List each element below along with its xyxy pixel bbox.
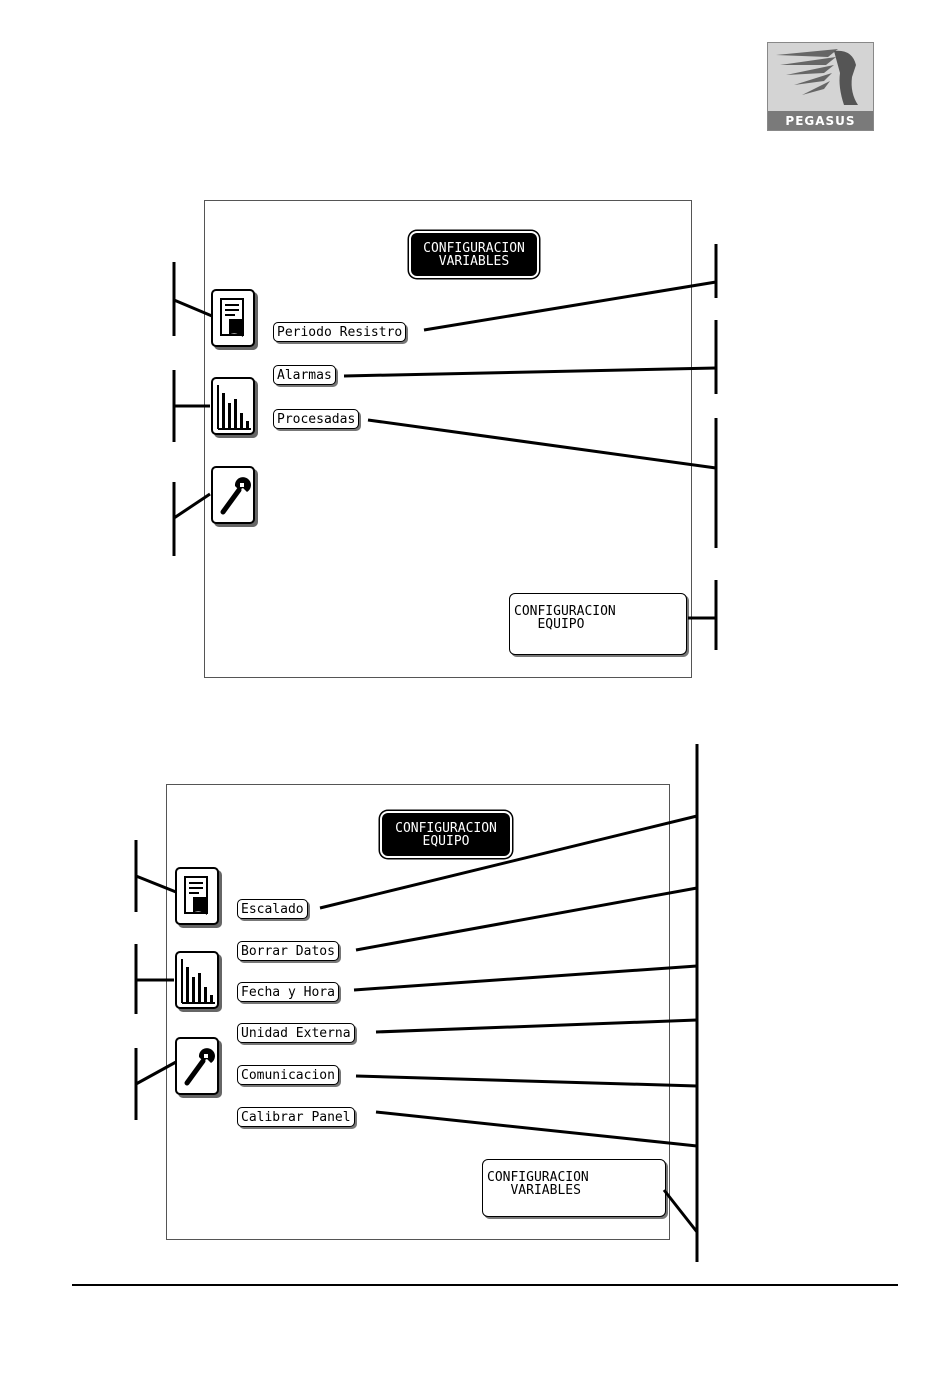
page-footer-rule [72, 1284, 898, 1286]
